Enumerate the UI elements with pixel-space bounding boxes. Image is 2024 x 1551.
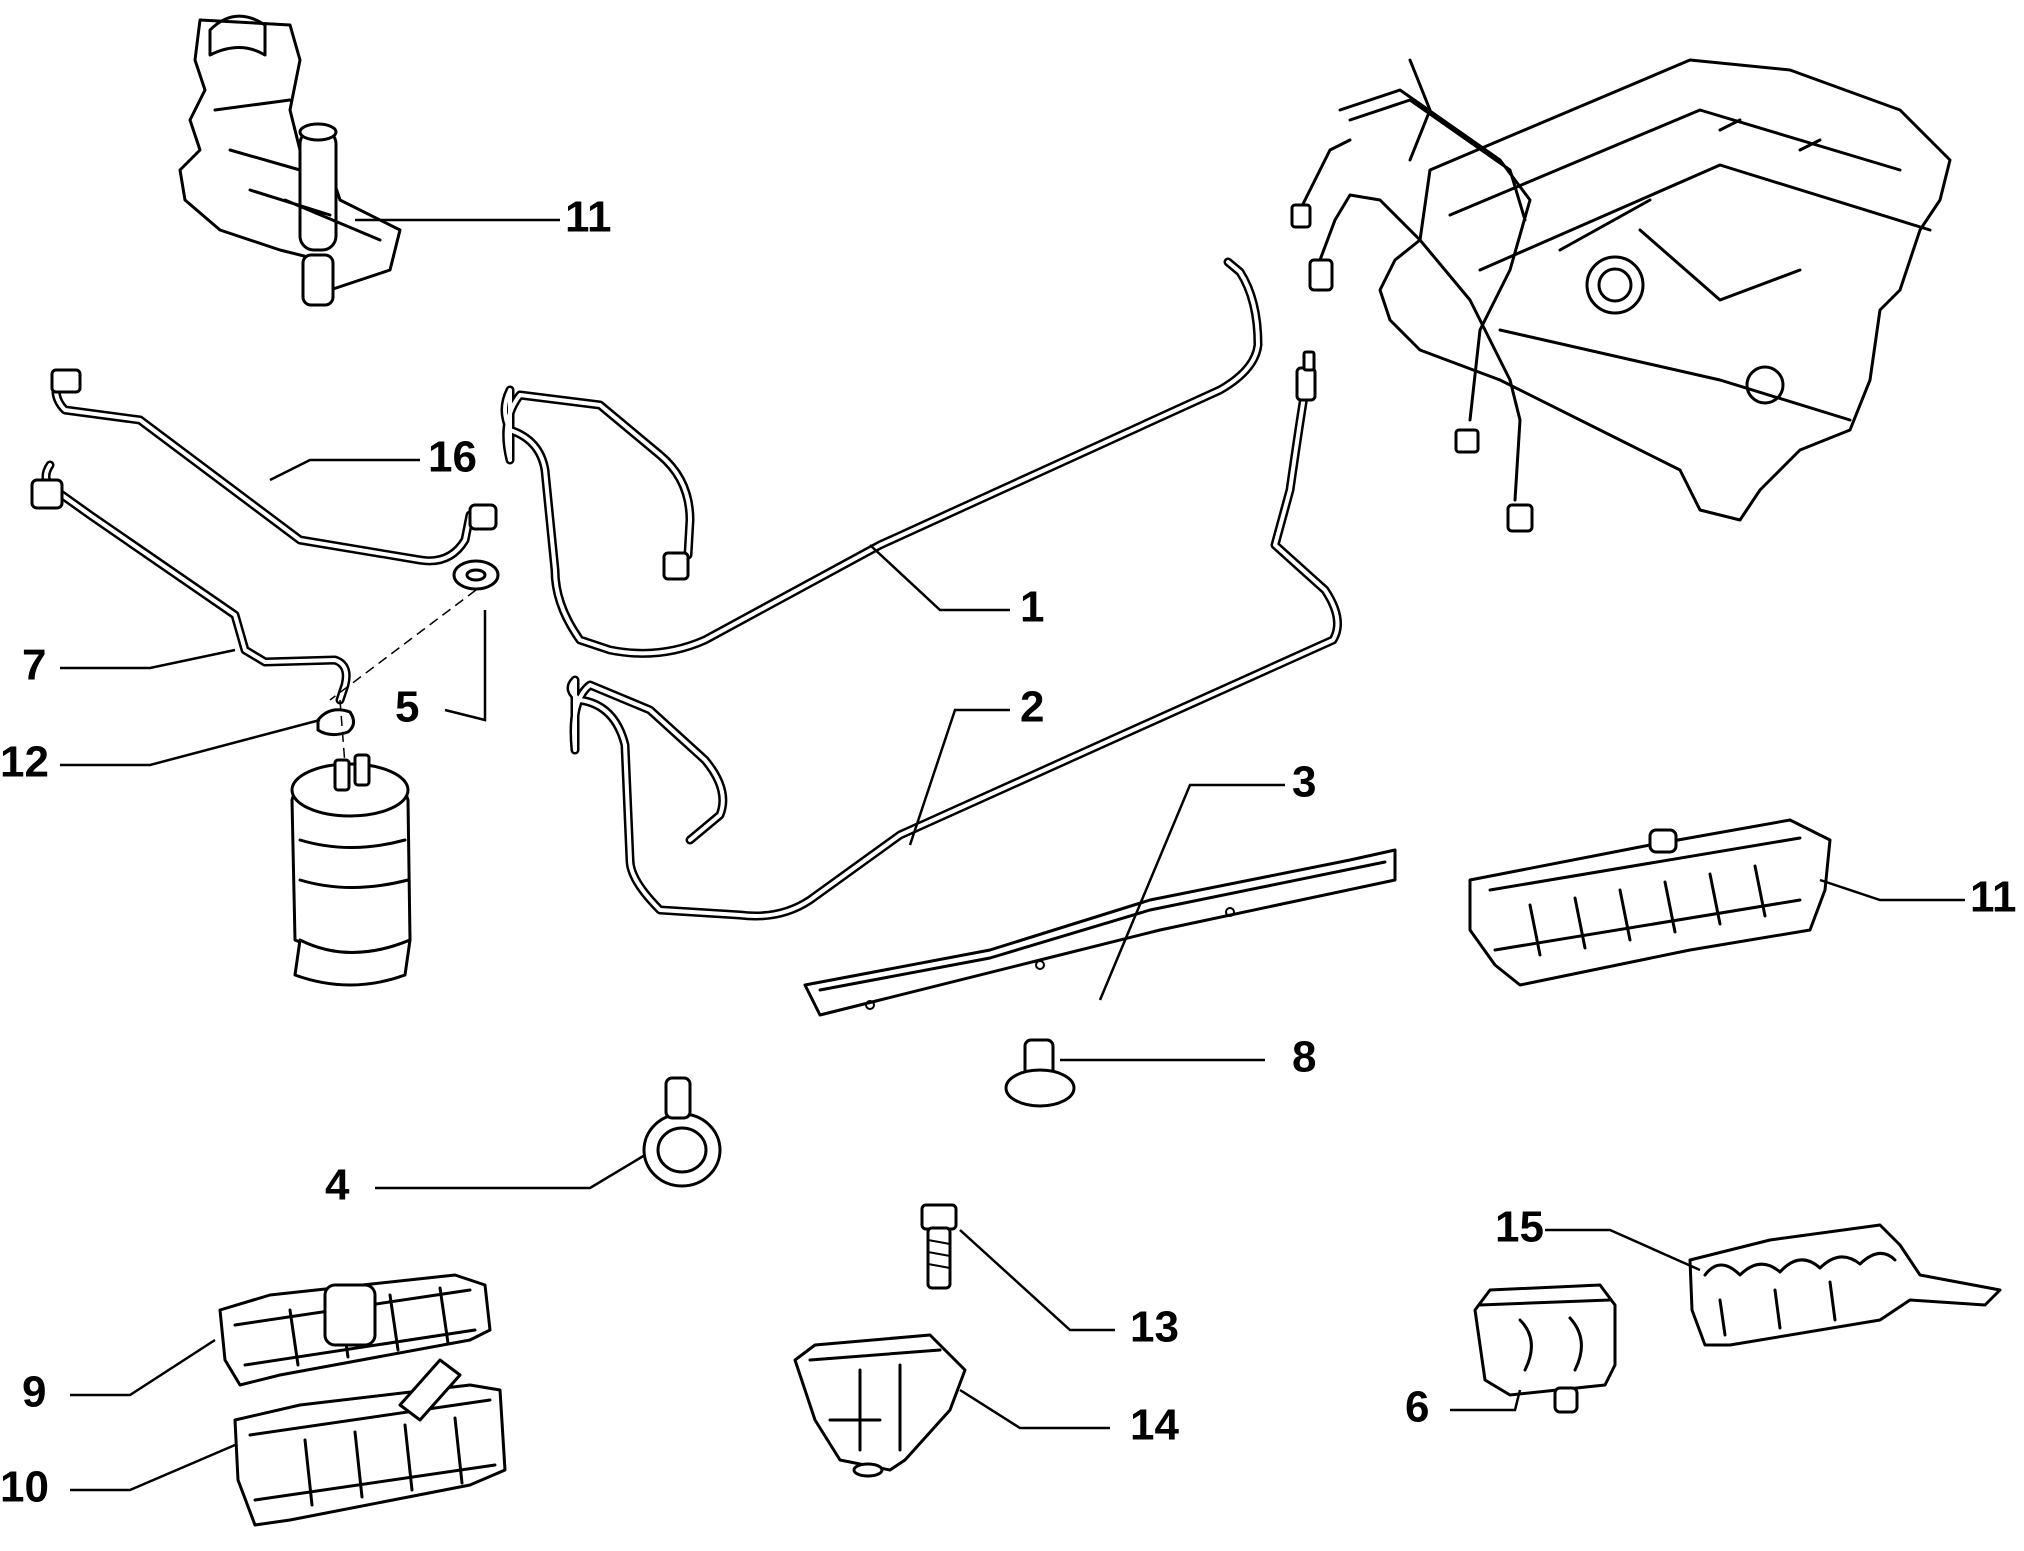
part-10-clip-bracket [233, 1358, 507, 1527]
part-16-filter-pipe [50, 368, 498, 566]
part-6-clip [1473, 1283, 1617, 1414]
part-14-mount [793, 1333, 967, 1478]
callout-7: 7 [22, 641, 46, 690]
callout-10: 10 [0, 1463, 49, 1512]
callout-1: 1 [1020, 583, 1044, 632]
part-13-bolt [920, 1203, 958, 1290]
callout-5: 5 [395, 683, 419, 732]
part-8-bolt [1004, 1038, 1076, 1108]
callout-6: 6 [1405, 1383, 1429, 1432]
callout-13: 13 [1130, 1303, 1179, 1352]
callout-11-right: 11 [1970, 873, 2017, 922]
callout-3: 3 [1292, 758, 1316, 807]
part-2-fuel-pipe [566, 350, 1342, 921]
fuel-tank [1290, 58, 1952, 533]
part-9-clip-bracket [218, 1273, 492, 1387]
callout-11-top: 11 [565, 193, 612, 242]
leader-lines [60, 218, 1965, 1492]
part-5-washer [452, 559, 500, 591]
callout-8: 8 [1292, 1033, 1316, 1082]
part-15-clip-bracket [1688, 1223, 2002, 1347]
part-3-bracket-plate [803, 848, 1397, 1017]
part-11-right-bracket [1468, 818, 1832, 987]
callout-14: 14 [1130, 1401, 1179, 1450]
part-11-top-bracket [178, 14, 402, 307]
callout-12: 12 [0, 738, 49, 787]
callout-15: 15 [1495, 1203, 1544, 1252]
part-12-clip [316, 708, 355, 737]
part-7-filter-pipe [30, 460, 351, 705]
callout-4: 4 [325, 1161, 350, 1210]
part-4-hose-clamp [642, 1076, 722, 1188]
fuel-filter [290, 589, 477, 987]
callout-9: 9 [22, 1368, 46, 1417]
callout-2: 2 [1020, 683, 1044, 732]
callout-16: 16 [428, 433, 477, 482]
callout-labels: 11 16 1 7 5 2 12 3 11 8 4 15 13 9 6 14 1… [0, 193, 2017, 1512]
part-1-fuel-pipe [500, 257, 1263, 658]
